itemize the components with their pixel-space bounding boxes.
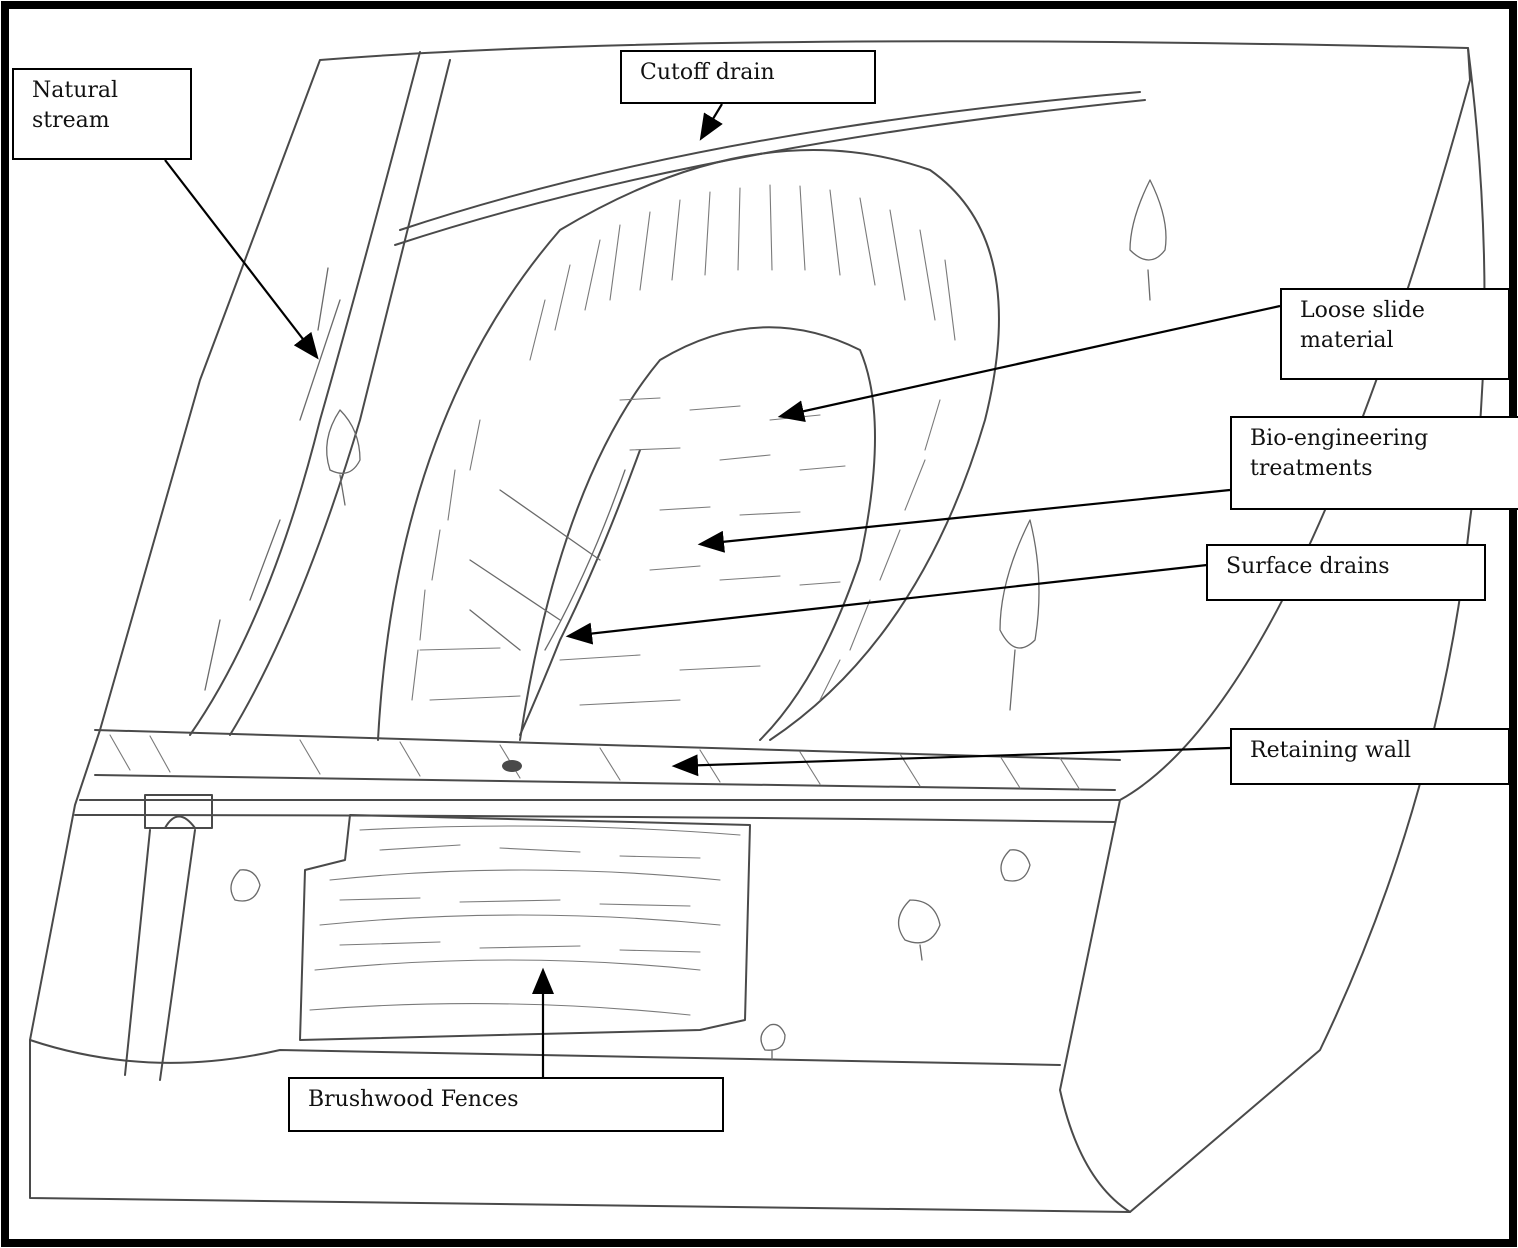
block-front-top-edge <box>30 1040 1060 1065</box>
slide-inner-boundary <box>520 327 875 740</box>
label-brushwood-fences: Brushwood Fences <box>288 1077 724 1132</box>
arrow-natural-stream <box>165 160 316 356</box>
label-cutoff-drain: Cutoff drain <box>620 50 876 104</box>
image-border <box>5 5 1513 1243</box>
label-bio-engineering-treatments: Bio-engineering treatments <box>1230 416 1518 510</box>
slope-block-outline <box>30 41 1470 1212</box>
trees <box>231 180 1166 1060</box>
brushwood-fence-lines <box>310 826 740 1015</box>
arrow-loose-slide <box>782 306 1280 416</box>
arrow-bio-engineering <box>702 490 1230 544</box>
arrow-cutoff-drain <box>702 104 722 137</box>
label-loose-slide-material: Loose slide material <box>1280 288 1510 380</box>
stream-left-bank <box>190 52 420 735</box>
arrow-retaining-wall <box>676 748 1230 766</box>
retaining-wall-bottom <box>95 775 1115 790</box>
stream-right-bank <box>230 60 450 735</box>
wall-weep-hole <box>502 760 522 772</box>
slide-outer-boundary <box>378 150 999 740</box>
label-retaining-wall: Retaining wall <box>1230 728 1510 785</box>
label-natural-stream: Natural stream <box>12 68 192 160</box>
loose-material-texture <box>420 398 845 705</box>
block-right-face <box>1130 48 1485 1212</box>
label-surface-drains: Surface drains <box>1206 544 1486 601</box>
surface-drain-central <box>520 450 640 735</box>
